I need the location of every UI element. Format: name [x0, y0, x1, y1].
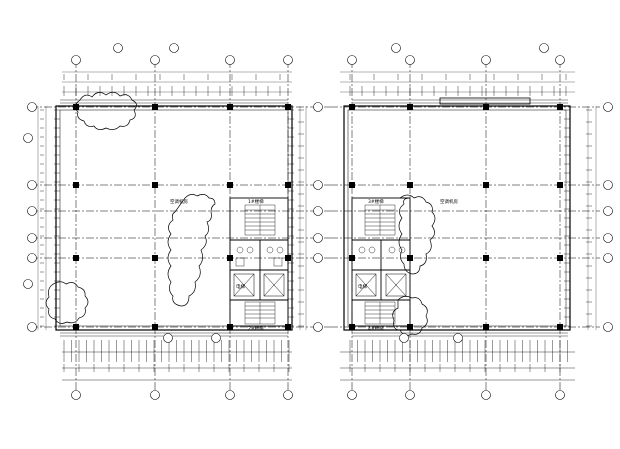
axis-bubble [23, 133, 33, 143]
axis-bubble [150, 55, 160, 65]
axis-bubble [27, 233, 37, 243]
room-label: 空调机房 [440, 198, 458, 205]
revision-cloud [167, 194, 216, 307]
left-floor-plan [30, 60, 330, 395]
axis-bubble [113, 43, 123, 53]
axis-bubble [150, 390, 160, 400]
axis-bubble [225, 390, 235, 400]
room-label: 空调机房 [170, 198, 188, 205]
axis-bubble [313, 253, 323, 263]
axis-bubble [27, 253, 37, 263]
axis-bubble [71, 390, 81, 400]
axis-bubble [603, 206, 613, 216]
axis-bubble [313, 180, 323, 190]
dimension-ticks-left [37, 106, 47, 330]
dimension-ticks-top [340, 71, 575, 93]
toilet-fixtures [358, 246, 406, 254]
axis-bubble [27, 206, 37, 216]
axis-bubble [481, 55, 491, 65]
axis-bubble [313, 322, 323, 332]
axis-bubble [405, 55, 415, 65]
axis-bubble [225, 55, 235, 65]
stair-label: 1#楼梯 [248, 198, 264, 205]
dimension-ticks-top [62, 71, 292, 93]
window-strip-top [60, 99, 288, 104]
axis-lines [30, 60, 330, 395]
stair-label: 3#楼梯 [368, 198, 384, 205]
window-strip-bottom [60, 332, 288, 337]
window-strip-top [352, 97, 568, 105]
core-walls [351, 197, 411, 327]
axis-bubble [405, 390, 415, 400]
axis-bubble [313, 206, 323, 216]
revision-cloud [392, 296, 428, 336]
axis-bubble [313, 233, 323, 243]
core-walls [229, 197, 289, 327]
axis-bubble [27, 322, 37, 332]
axis-bubble [23, 279, 33, 289]
axis-bubbles [23, 43, 613, 400]
axis-bubble [283, 55, 293, 65]
axis-bubble [539, 43, 549, 53]
stair-label: 2#楼梯 [248, 325, 264, 332]
axis-bubble [555, 55, 565, 65]
elevator-label: 电梯 [236, 283, 245, 290]
axis-bubble [169, 43, 179, 53]
stair-treads-lower [244, 301, 276, 325]
dimension-ticks-bottom [340, 351, 575, 381]
axis-bubble [347, 390, 357, 400]
axis-bubble [211, 333, 221, 343]
elevator-shafts [233, 273, 285, 297]
axis-bubble [27, 102, 37, 112]
elevator-shafts [355, 273, 407, 297]
axis-bubble [603, 180, 613, 190]
axis-bubble [603, 322, 613, 332]
axis-bubble [71, 55, 81, 65]
revision-cloud [75, 91, 137, 130]
axis-bubble [555, 390, 565, 400]
revision-cloud [398, 194, 436, 275]
room-labels: 1#楼梯 2#楼梯 电梯 空调机房 3#楼梯 4#楼梯 电梯 空调机房 [170, 198, 458, 332]
axis-bubble [453, 333, 463, 343]
axis-lines [330, 60, 600, 395]
revision-cloud [45, 281, 89, 324]
axis-bubble [347, 55, 357, 65]
stair-treads-upper [364, 204, 396, 236]
stair-label: 4#楼梯 [368, 325, 384, 332]
axis-bubble [481, 390, 491, 400]
axis-bubble [27, 180, 37, 190]
axis-bubble [163, 333, 173, 343]
axis-bubble [391, 43, 401, 53]
axis-bubble [603, 102, 613, 112]
stair-treads-upper [244, 204, 276, 236]
axis-bubble [313, 102, 323, 112]
dimension-tick-marks [40, 74, 592, 372]
axis-bubble [283, 390, 293, 400]
toilet-fixtures [235, 246, 284, 267]
dimension-ticks-bottom [62, 351, 292, 381]
stair-treads-lower [364, 301, 396, 325]
axis-bubble [603, 253, 613, 263]
axis-bubble [399, 333, 409, 343]
axis-bubble [603, 233, 613, 243]
elevator-label: 电梯 [358, 283, 367, 290]
